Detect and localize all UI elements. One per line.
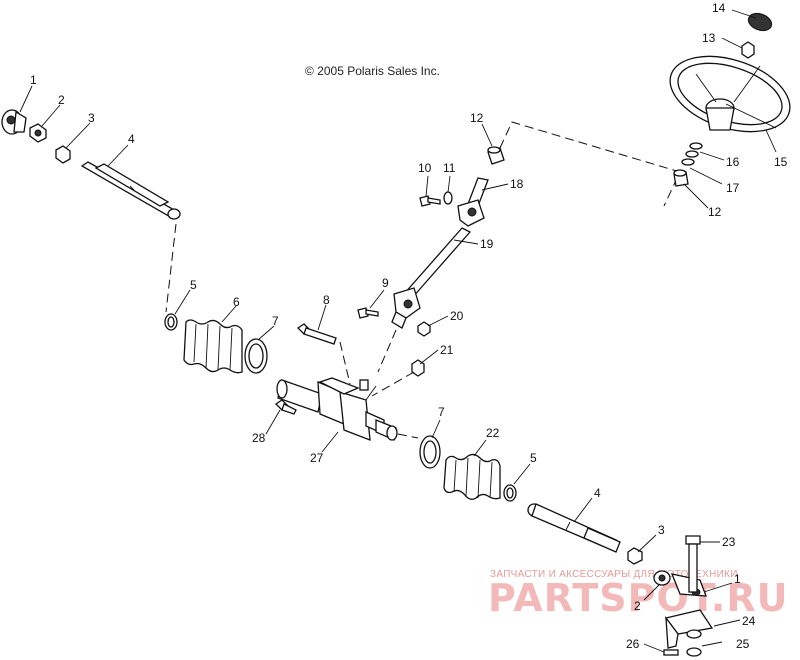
part-boot-clamp-right-small <box>503 484 517 502</box>
part-steering-rack <box>276 377 398 441</box>
part-wheel-cap <box>747 12 773 32</box>
part-intermediate-shaft <box>391 227 472 329</box>
callout-12-lower: 12 <box>708 205 722 219</box>
watermark-tagline: ЗАПЧАСТИ И АКСЕССУАРЫ ДЛЯ МОТОТЕХНИКИ <box>490 569 738 580</box>
callout-8: 8 <box>323 293 330 307</box>
part-steering-wheel <box>669 55 791 133</box>
callout-24: 24 <box>742 614 756 628</box>
callout-28: 28 <box>252 431 266 445</box>
guide-line-bolt <box>339 341 351 385</box>
callout-3-right: 3 <box>658 523 665 537</box>
part-washer-25 <box>686 629 702 657</box>
part-tie-rod-right <box>527 503 621 553</box>
callout-11: 11 <box>443 161 456 175</box>
guide-line-shaft <box>377 329 397 373</box>
part-tie-rod-left <box>80 161 181 220</box>
callout-7-right: 7 <box>438 405 445 419</box>
callout-15: 15 <box>774 155 788 169</box>
guide-line-nut21 <box>371 371 415 397</box>
callout-5-right: 5 <box>530 451 537 465</box>
part-bolt-23 <box>685 535 701 593</box>
part-boot-clamp-left-large <box>244 338 268 374</box>
watermark-brand: PARTSPOT.RU <box>488 576 788 620</box>
part-bracket-24 <box>664 609 714 649</box>
callout-22: 22 <box>486 426 500 440</box>
leader-lines <box>19 9 777 653</box>
watermark: ЗАПЧАСТИ И АКСЕССУАРЫ ДЛЯ МОТОТЕХНИКИ PA… <box>488 569 788 620</box>
part-steering-boot-right <box>443 453 501 500</box>
callout-19: 19 <box>480 237 494 251</box>
callout-7: 7 <box>272 314 279 328</box>
guide-line-bushing <box>499 121 681 207</box>
part-screw-26 <box>663 649 679 656</box>
part-bolt-9 <box>357 307 379 319</box>
part-boot-clamp-right-large <box>419 435 441 469</box>
callout-3: 3 <box>88 111 95 125</box>
callout-14: 14 <box>712 1 726 15</box>
callout-1-right: 1 <box>734 572 741 586</box>
callout-25: 25 <box>736 637 750 651</box>
callout-18: 18 <box>510 177 524 191</box>
callout-4: 4 <box>128 132 135 146</box>
part-steering-boot-left <box>183 319 243 374</box>
part-rack-bolt <box>274 399 297 415</box>
part-washer-11 <box>443 191 453 205</box>
callout-21: 21 <box>440 343 454 357</box>
part-bolt-10 <box>419 195 441 207</box>
part-jam-nut-left <box>29 123 47 143</box>
callout-27: 27 <box>310 451 324 465</box>
callout-9: 9 <box>382 276 389 290</box>
callout-16: 16 <box>726 155 740 169</box>
part-washers-16 <box>681 142 703 166</box>
callout-23: 23 <box>722 535 736 549</box>
guide-line-left-rod <box>165 223 177 313</box>
callout-4-right: 4 <box>594 486 601 500</box>
callout-numbers: 1 2 3 4 5 6 7 8 9 10 11 12 12 13 14 15 1… <box>30 1 788 651</box>
callout-13: 13 <box>702 31 716 45</box>
guide-line-rack-right <box>397 433 419 439</box>
part-bushing-upper <box>487 146 505 165</box>
callout-17: 17 <box>726 181 740 195</box>
callout-26: 26 <box>626 637 640 651</box>
part-mount-bolt <box>296 323 337 345</box>
callout-5: 5 <box>190 278 197 292</box>
callout-10: 10 <box>418 161 432 175</box>
callout-1: 1 <box>30 73 37 87</box>
callout-2: 2 <box>58 93 65 107</box>
part-boot-clamp-left-small <box>164 313 178 331</box>
part-nut-left <box>55 145 71 164</box>
part-upper-shaft <box>457 177 489 227</box>
callout-12-upper: 12 <box>470 111 484 125</box>
callout-20: 20 <box>450 309 464 323</box>
callout-2-right: 2 <box>634 599 641 613</box>
part-tie-rod-end-left <box>1 109 27 135</box>
part-nut-21 <box>411 359 425 377</box>
part-wheel-nut <box>741 41 755 59</box>
part-jam-nut-right <box>653 570 671 586</box>
part-nut-20 <box>417 321 431 337</box>
copyright-text: © 2005 Polaris Sales Inc. <box>305 64 440 78</box>
part-bushing-lower <box>673 169 689 187</box>
callout-6: 6 <box>233 295 240 309</box>
